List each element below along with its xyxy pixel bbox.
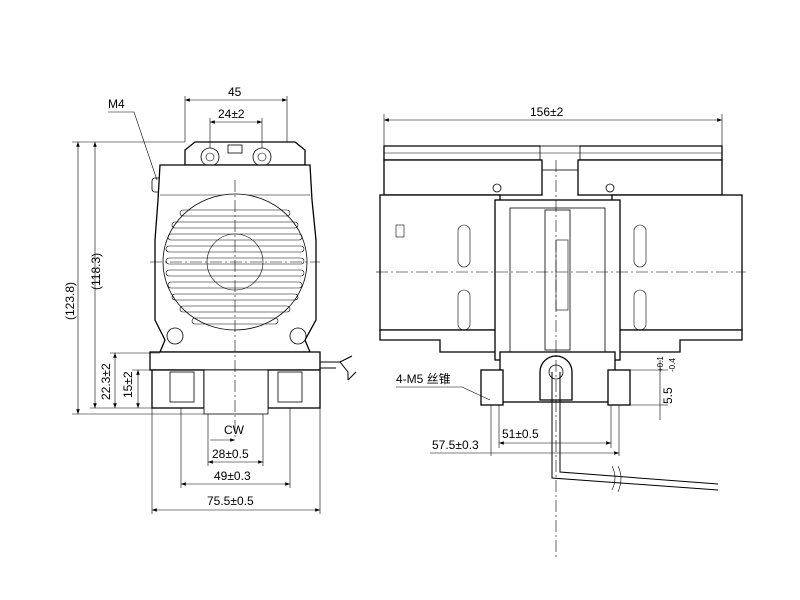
cable-front (320, 355, 357, 381)
foot-right-side (607, 369, 631, 406)
foot-left-side (480, 369, 504, 406)
thread-label: M4 (108, 97, 125, 111)
dim-foot-tol-upper: +0.1 (656, 356, 665, 372)
dim-outer-mount: 57.5±0.3 (432, 438, 479, 452)
port-left (200, 147, 220, 167)
dim-overall-length: 156±2 (530, 105, 564, 119)
cylinder-left (379, 194, 501, 331)
dim-port-spacing: 24±2 (218, 107, 245, 121)
screw-right (289, 327, 307, 345)
dim-shaft-offset: 28±0.5 (212, 447, 249, 461)
dim-top-width: 45 (228, 85, 242, 99)
front-view: 45 24±2 M4 (123.8) (118.3) 22.3±2 15±2 C… (63, 85, 357, 514)
cylinder-right (611, 194, 743, 331)
dim-mount-spacing: 49±0.3 (214, 469, 251, 483)
dim-foot-thickness: 5.5 (661, 387, 675, 404)
port-right (252, 147, 272, 167)
dim-shaft-height: 22.3±2 (99, 363, 113, 400)
dim-overall-height: (123.8) (63, 282, 77, 320)
cable (551, 372, 719, 491)
dim-inner-mount: 51±0.5 (502, 427, 539, 441)
rotation-label: CW (224, 423, 245, 437)
side-view: 156±2 4-M5 丝锥 5.5 +0.1 -0.4 51±0.5 57.5±… (376, 105, 746, 560)
screw-left (166, 327, 184, 345)
dim-foot-tol-lower: -0.4 (668, 358, 677, 372)
dim-foot-height: 15±2 (121, 371, 135, 398)
tap-label: 4-M5 丝锥 (396, 372, 451, 386)
dim-base-width: 75.5±0.5 (207, 494, 254, 508)
dim-body-height: (118.3) (89, 253, 103, 290)
